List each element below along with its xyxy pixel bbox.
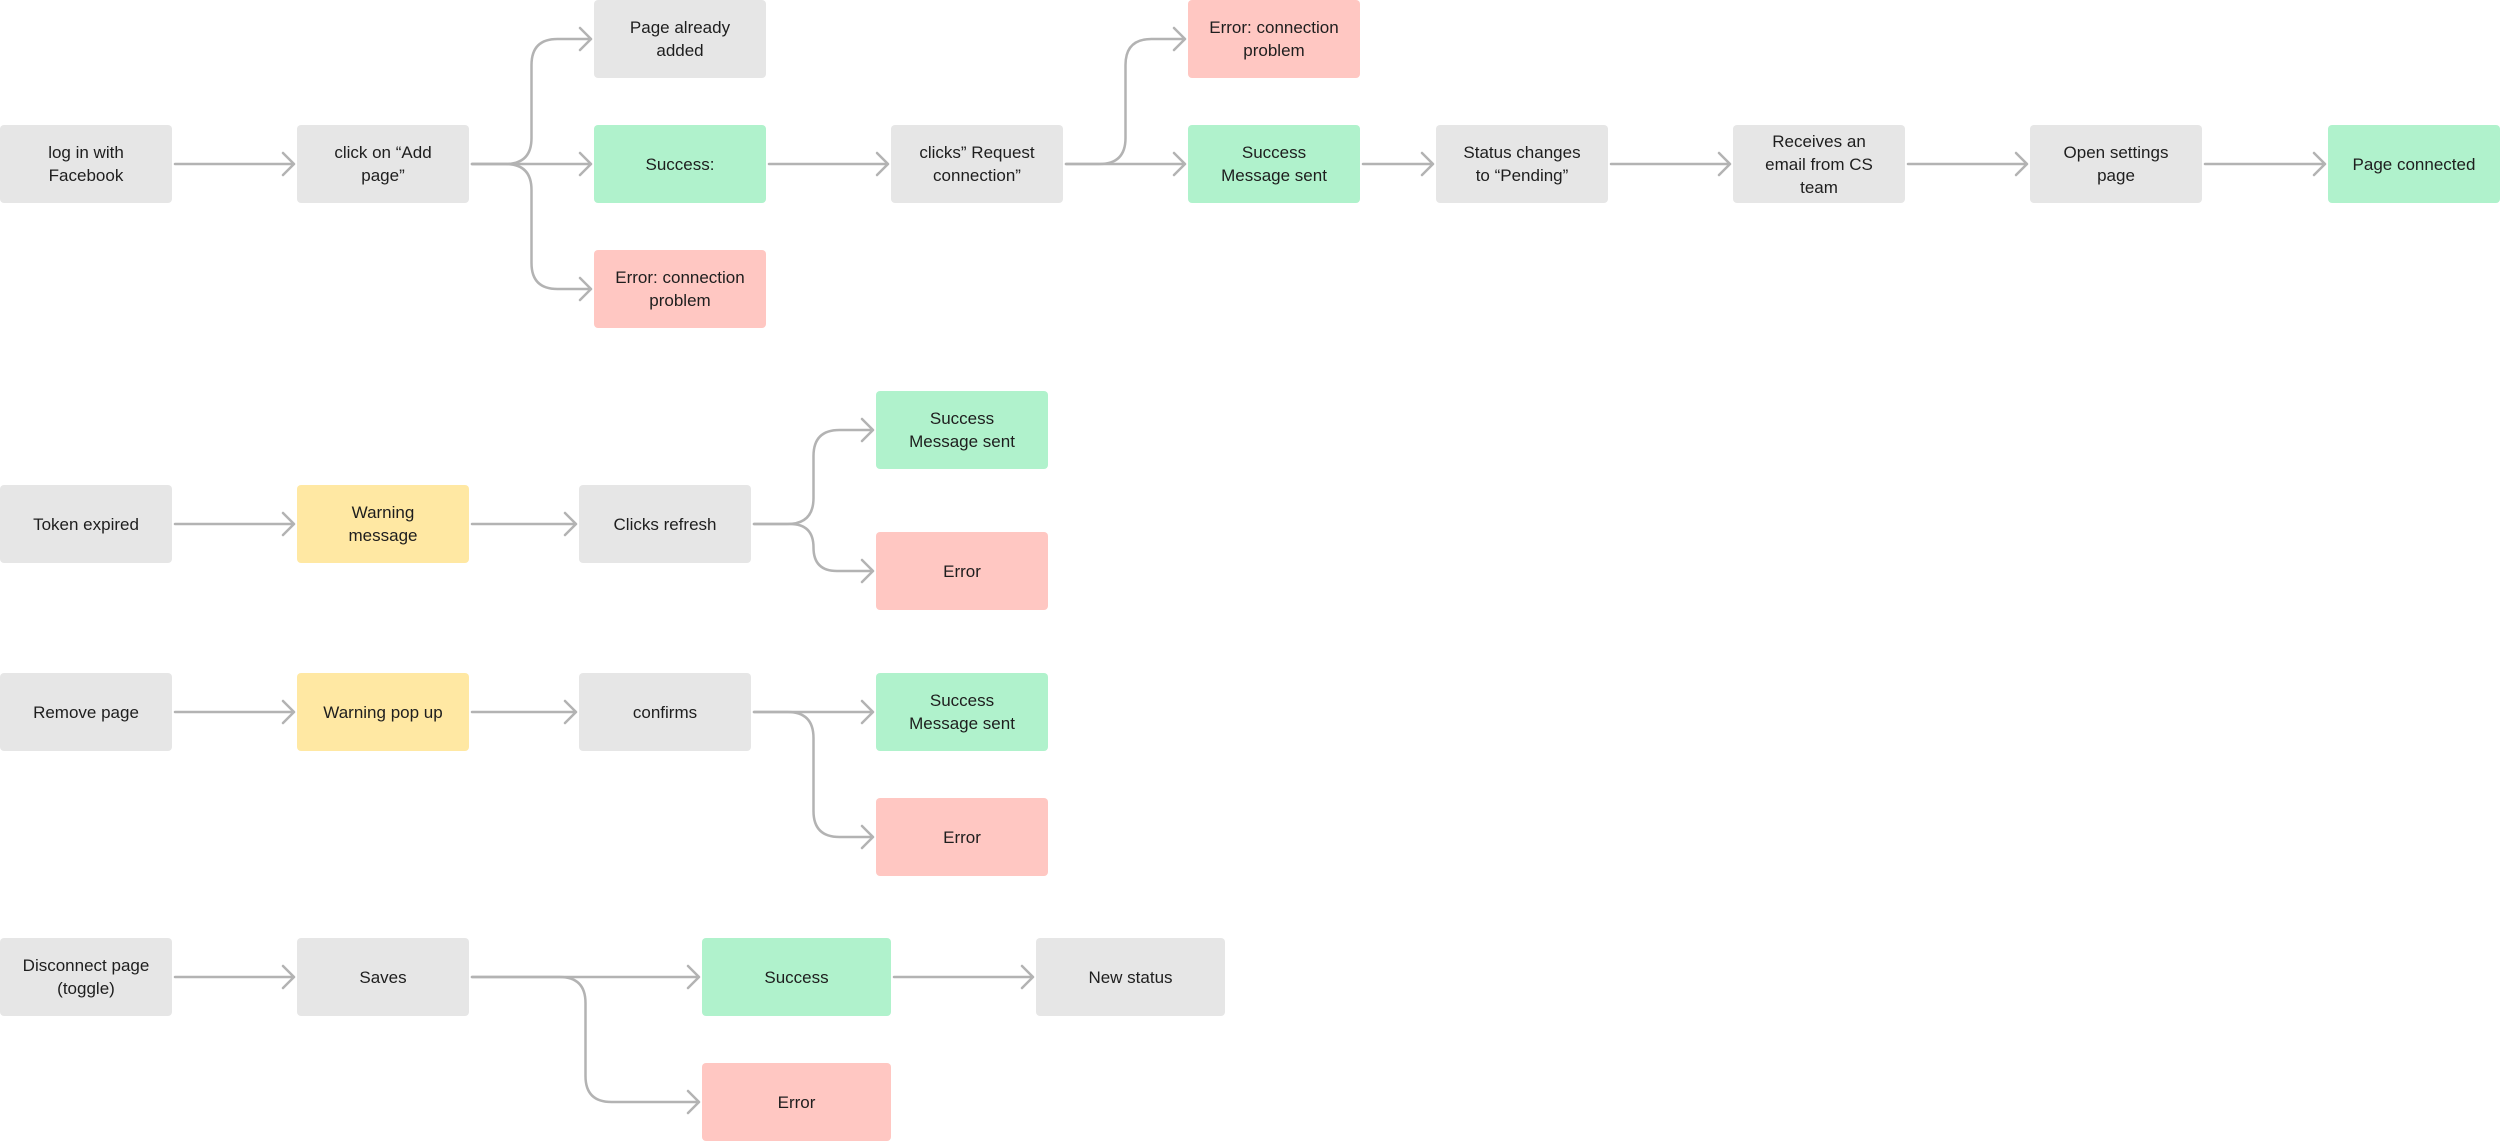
connector-f2-refresh-to-f2-success — [752, 417, 875, 526]
flow-node-f2-error: Error — [876, 532, 1048, 610]
connector-f2-token-to-f2-warning — [173, 511, 296, 537]
flow-node-f1-request-error: Error: connection problem — [1188, 0, 1360, 78]
flow-node-f4-saves: Saves — [297, 938, 469, 1016]
connector-f3-remove-to-f3-warning — [173, 699, 296, 725]
flow-node-f4-disconnect: Disconnect page (toggle) — [0, 938, 172, 1016]
connector-f4-success-to-f4-status — [892, 964, 1035, 990]
flow-node-f2-success: Success Message sent — [876, 391, 1048, 469]
flow-node-f1-login: log in with Facebook — [0, 125, 172, 203]
flow-node-f4-status: New status — [1036, 938, 1225, 1016]
flow-node-f1-already-added: Page already added — [594, 0, 766, 78]
flow-node-f3-error: Error — [876, 798, 1048, 876]
connector-f3-confirms-to-f3-error — [752, 710, 875, 850]
flow-node-f1-email: Receives an email from CS team — [1733, 125, 1905, 203]
connector-f1-pending-to-f1-email — [1609, 151, 1732, 177]
connector-f1-request-to-f1-message-sent — [1064, 151, 1187, 177]
flow-node-f1-request: clicks” Request connection” — [891, 125, 1063, 203]
connector-f1-login-to-f1-click-add — [173, 151, 296, 177]
connector-f2-warning-to-f2-refresh — [470, 511, 578, 537]
flow-node-f1-error: Error: connection problem — [594, 250, 766, 328]
flow-node-f2-token: Token expired — [0, 485, 172, 563]
connector-f1-message-sent-to-f1-pending — [1361, 151, 1435, 177]
flow-node-f3-confirms: confirms — [579, 673, 751, 751]
connector-f3-warning-to-f3-confirms — [470, 699, 578, 725]
flow-node-f1-settings: Open settings page — [2030, 125, 2202, 203]
flow-node-f4-success: Success — [702, 938, 891, 1016]
flow-node-f3-remove: Remove page — [0, 673, 172, 751]
flow-node-f3-success: Success Message sent — [876, 673, 1048, 751]
flow-node-f1-connected: Page connected — [2328, 125, 2500, 203]
flow-node-f1-pending: Status changes to “Pending” — [1436, 125, 1608, 203]
flow-node-f1-success: Success: — [594, 125, 766, 203]
connector-f4-disconnect-to-f4-saves — [173, 964, 296, 990]
connector-f1-email-to-f1-settings — [1906, 151, 2029, 177]
connector-f1-success-to-f1-request — [767, 151, 890, 177]
flow-node-f2-warning: Warning message — [297, 485, 469, 563]
flow-node-f3-warning: Warning pop up — [297, 673, 469, 751]
flow-node-f1-click-add: click on “Add page” — [297, 125, 469, 203]
connector-f4-saves-to-f4-error — [470, 975, 701, 1115]
connector-f2-refresh-to-f2-error — [752, 522, 875, 584]
flow-node-f2-refresh: Clicks refresh — [579, 485, 751, 563]
flow-node-f1-message-sent: Success Message sent — [1188, 125, 1360, 203]
connector-f1-request-to-f1-request-error — [1064, 26, 1187, 166]
flow-node-f4-error: Error — [702, 1063, 891, 1141]
connector-f1-click-add-to-f1-error — [470, 162, 593, 302]
connector-f1-click-add-to-f1-already-added — [470, 26, 593, 166]
connector-f1-settings-to-f1-connected — [2203, 151, 2327, 177]
